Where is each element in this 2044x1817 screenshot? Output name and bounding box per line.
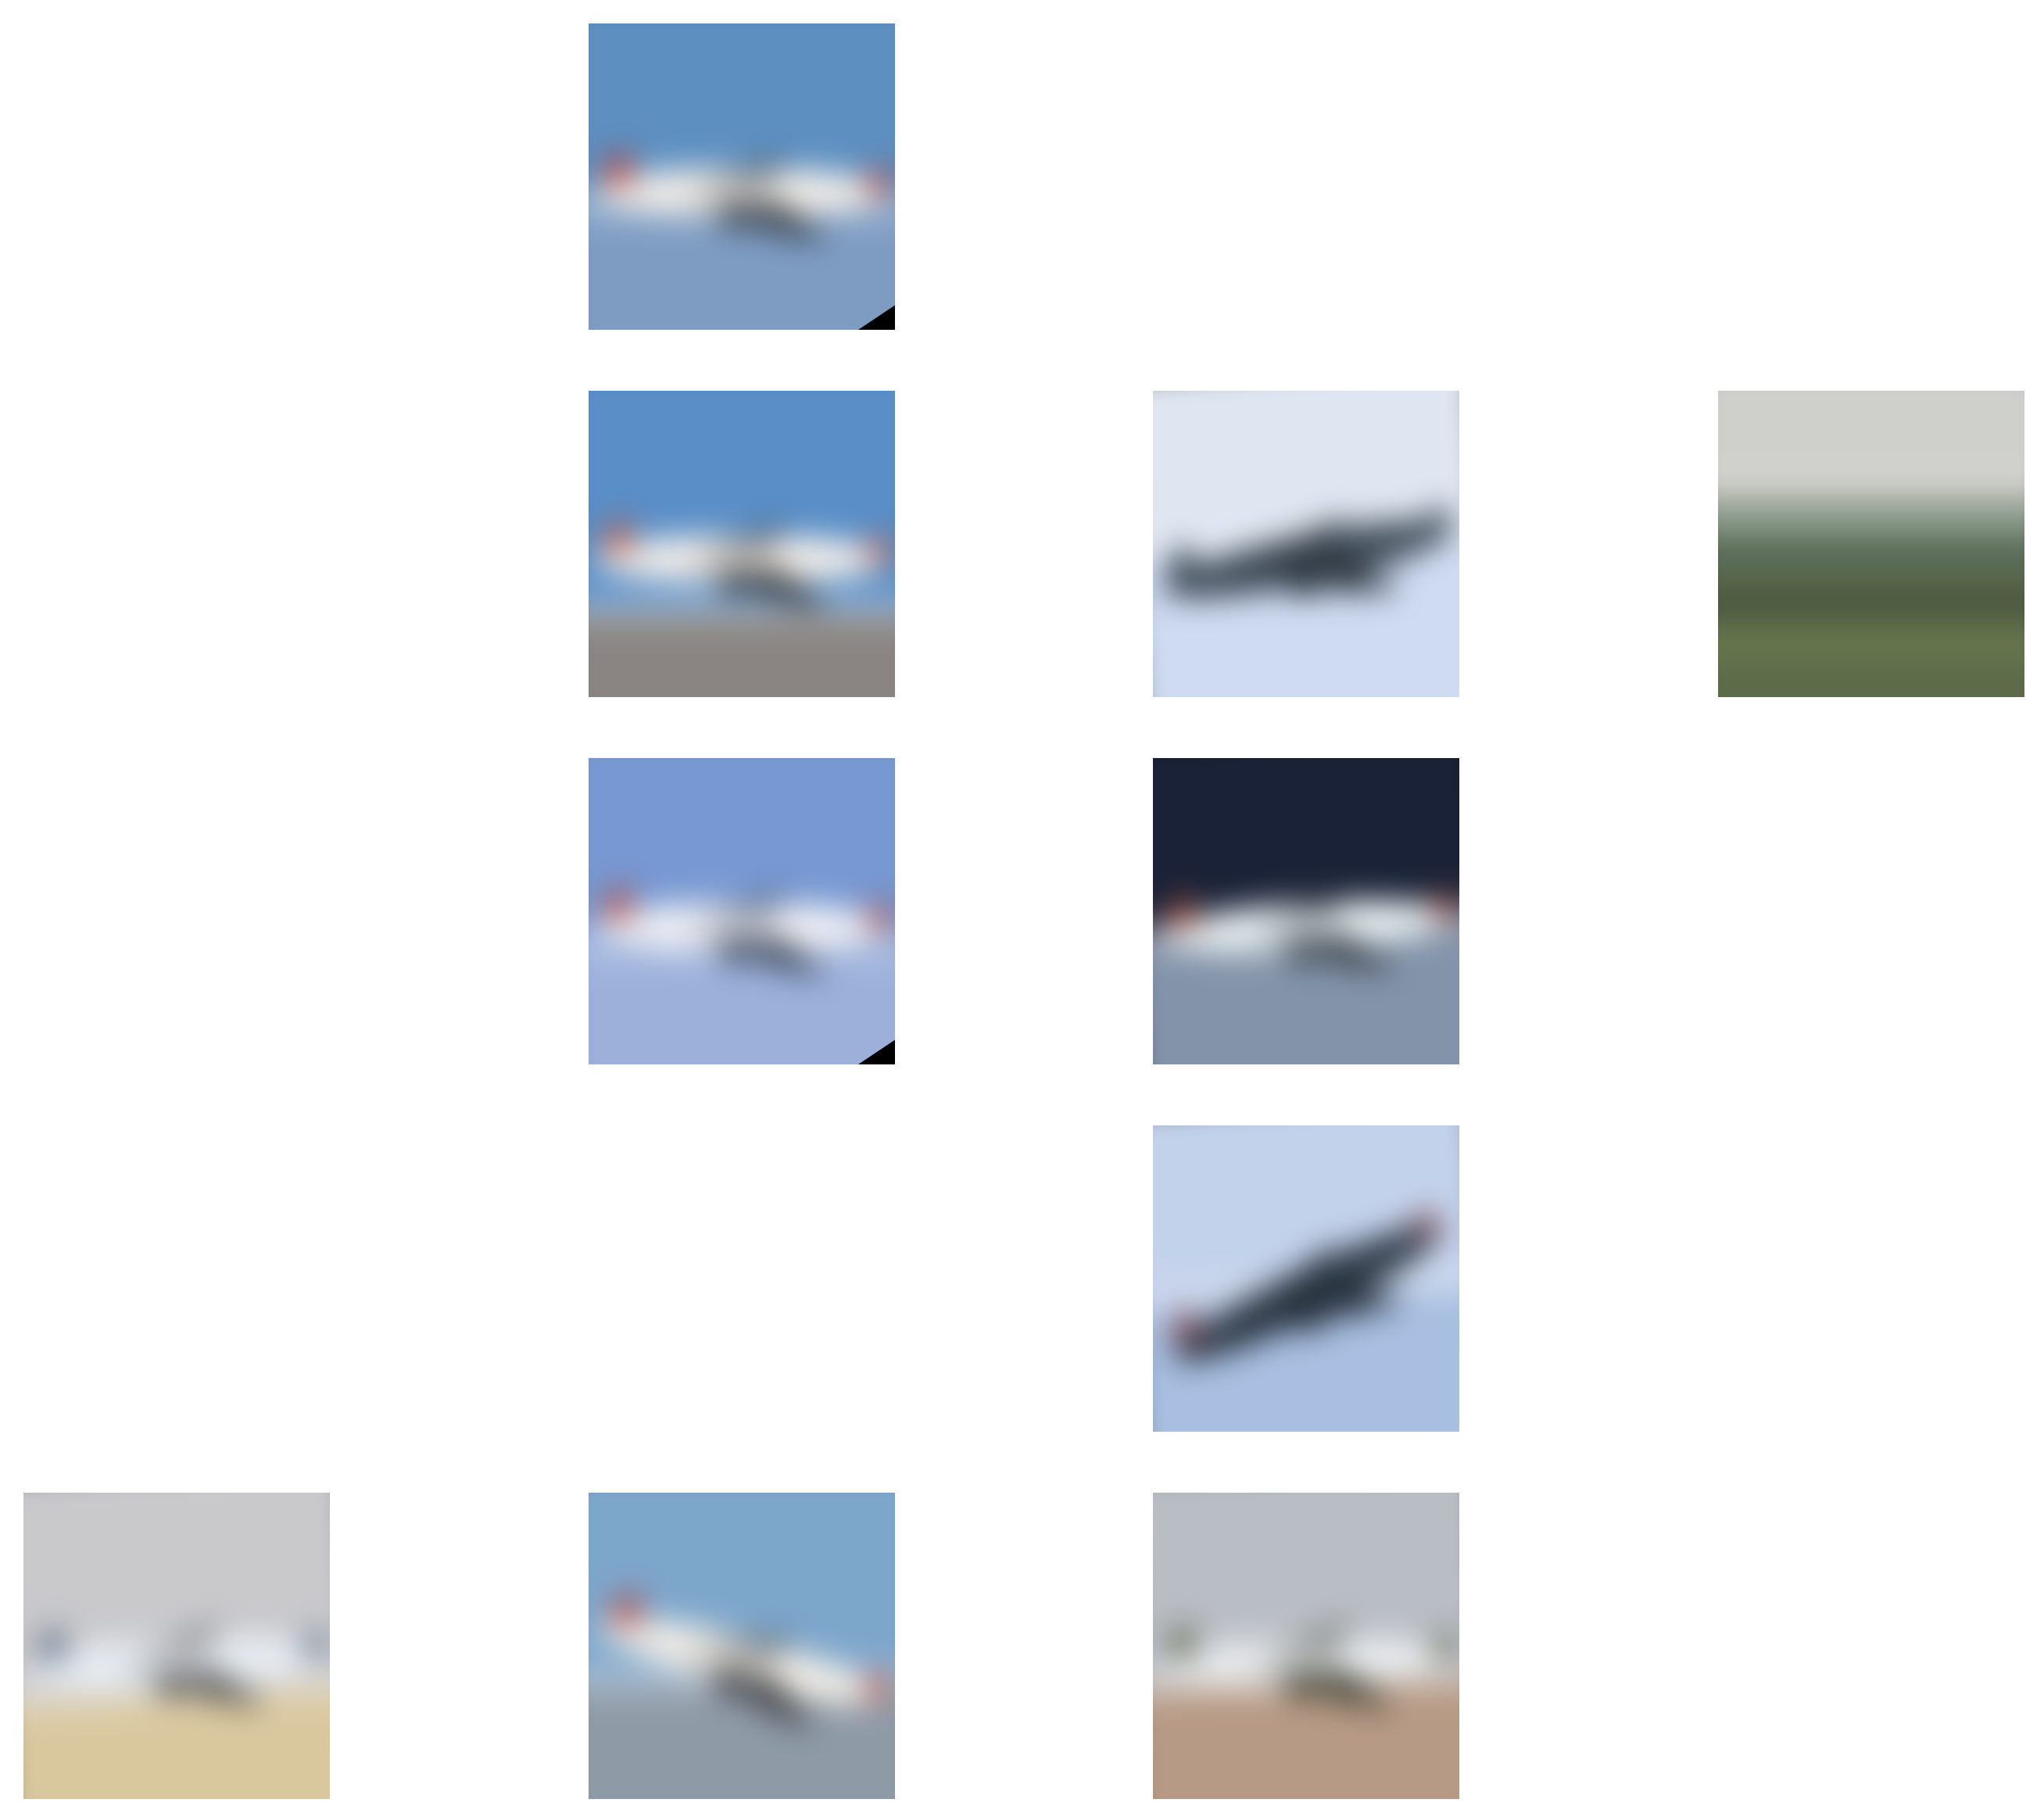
sample-tile: [589, 758, 895, 1064]
sample-image: [589, 758, 895, 1064]
sample-tile: [589, 391, 895, 697]
sample-image: [1153, 1125, 1459, 1432]
sample-image: [589, 391, 895, 697]
sample-tile: [589, 23, 895, 330]
sample-tile: [1718, 391, 2024, 697]
sample-image: [23, 1493, 330, 1799]
sample-image: [1153, 391, 1459, 697]
sample-tile: [23, 1493, 330, 1799]
sample-image: [589, 1493, 895, 1799]
sample-tile: [1153, 758, 1459, 1064]
sample-tile: [1153, 391, 1459, 697]
sample-image: [1153, 758, 1459, 1064]
sample-image: [1718, 391, 2024, 697]
sample-image: [589, 23, 895, 330]
sample-tile: [1153, 1493, 1459, 1799]
sample-tile: [1153, 1125, 1459, 1432]
sample-image: [1153, 1493, 1459, 1799]
sample-tile: [589, 1493, 895, 1799]
